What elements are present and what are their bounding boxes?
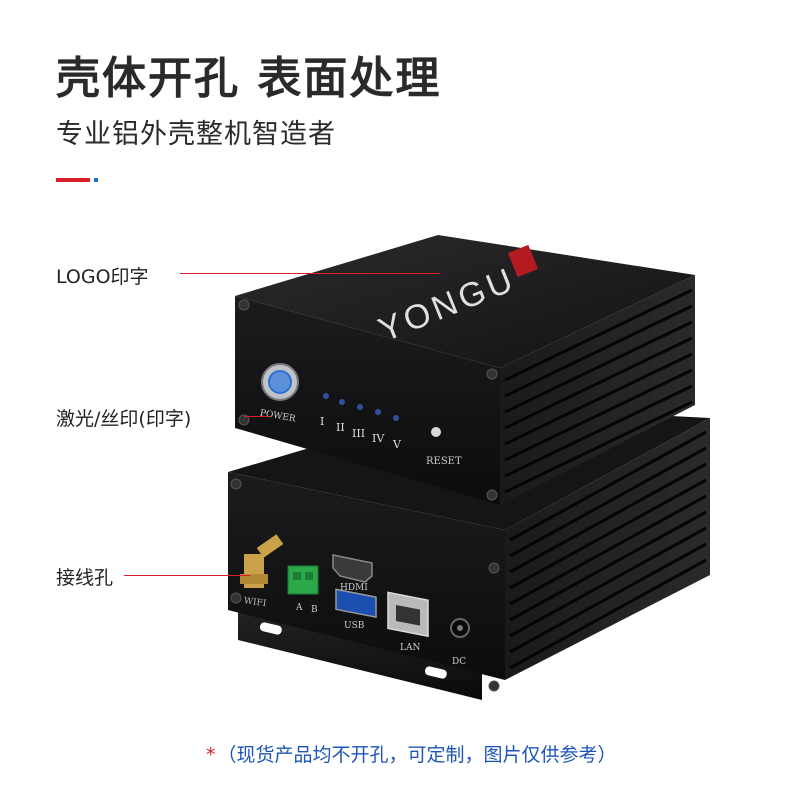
screw <box>230 478 242 490</box>
hdmi-label: HDMI <box>340 583 368 593</box>
callout-laser-label: 激光/丝印(印字) <box>56 408 192 430</box>
page-subtitle: 专业铝外壳整机智造者 <box>56 119 336 150</box>
callout-ports-label: 接线孔 <box>56 567 114 589</box>
usb-label: USB <box>344 621 365 631</box>
upper-box-top <box>235 235 695 368</box>
screw <box>238 414 250 426</box>
hdmi-port <box>332 554 373 583</box>
disclaimer-note: *（现货产品均不开孔，可定制，图片仅供参考） <box>206 740 617 767</box>
reset-button <box>431 427 441 437</box>
terminal-a-label: A <box>295 603 303 613</box>
usb-port <box>335 588 377 618</box>
led-label-5: V <box>392 438 402 451</box>
led-indicator <box>339 399 345 405</box>
screw <box>486 489 498 501</box>
led-label-3: III <box>352 427 365 440</box>
flange-slot <box>259 622 282 635</box>
led-indicator <box>393 415 399 421</box>
callout-ports-leader <box>124 575 250 576</box>
callout-laser-leader <box>244 416 270 417</box>
screw <box>488 562 500 574</box>
upper-side-fins <box>500 275 695 505</box>
upper-fin-lines <box>504 288 693 494</box>
terminal-b-label: B <box>311 605 318 615</box>
callout-logo-leader <box>180 273 440 274</box>
led-indicator <box>357 404 363 410</box>
flange-slot <box>424 666 447 679</box>
led-indicator <box>375 409 381 415</box>
note-text: （现货产品均不开孔，可定制，图片仅供参考） <box>217 744 617 766</box>
upper-front-panel <box>235 296 500 505</box>
screw <box>486 368 498 380</box>
wifi-label: WIFI <box>243 596 267 609</box>
screw <box>238 299 250 311</box>
lower-fin-lines <box>509 430 707 670</box>
accent-dot <box>94 178 98 182</box>
led-label-1: I <box>320 415 324 428</box>
upper-box: YONGU POWER I II III IV V RESET <box>235 235 695 505</box>
wifi-antenna-connector <box>240 534 284 588</box>
screw <box>488 680 500 692</box>
mounting-flange <box>238 612 482 700</box>
lan-label: LAN <box>400 643 420 653</box>
dc-label: DC <box>452 657 466 667</box>
screw <box>230 592 242 604</box>
page-title: 壳体开孔 表面处理 <box>56 53 442 104</box>
led-label-4: IV <box>372 432 385 445</box>
reset-label: RESET <box>426 456 462 467</box>
led-label-2: II <box>336 421 345 434</box>
terminal-block <box>287 565 319 595</box>
callout-logo-label: LOGO印字 <box>56 266 149 288</box>
led-indicator <box>323 393 329 399</box>
accent-bar <box>56 178 90 182</box>
note-asterisk: * <box>206 744 216 766</box>
brand-logo-mark <box>507 244 539 278</box>
